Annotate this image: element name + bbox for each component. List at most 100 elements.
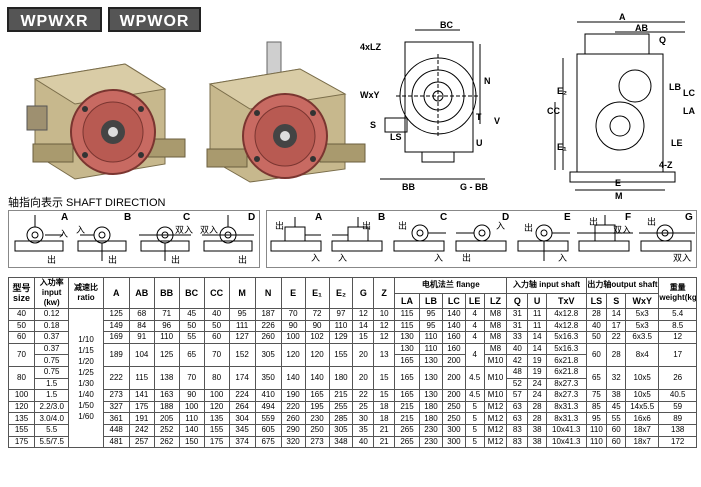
table-cell: M8 <box>483 308 508 321</box>
table-cell: 0.12 <box>34 308 70 321</box>
dim-s: S <box>370 120 376 130</box>
table-cell: 0.18 <box>34 319 70 333</box>
table-cell: 12 <box>373 319 396 333</box>
th-lb: LB <box>419 292 443 309</box>
table-cell: 5.4 <box>658 308 697 321</box>
shaft-dir-in: 入 <box>558 253 568 263</box>
table-cell: 10x41.3 <box>545 435 587 449</box>
table-cell: 110 <box>419 342 443 356</box>
table-cell: 0.37 <box>34 342 70 356</box>
table-cell: 12 <box>373 331 396 344</box>
table-cell: 55 <box>178 331 205 344</box>
table-cell: M12 <box>483 423 508 437</box>
side-view-drawing: BC 4xLZ WxY N LS S T V U BB G - BB <box>360 20 500 192</box>
table-cell: 138 <box>658 423 697 437</box>
table-cell: 97 <box>328 308 354 321</box>
table-cell: 5 <box>464 412 485 425</box>
table-cell: 215 <box>328 389 354 402</box>
table-cell: 165 <box>394 389 421 402</box>
table-cell: 189 <box>102 342 130 367</box>
shaft-dir-letter: A <box>61 212 69 223</box>
table-cell: 95 <box>419 308 443 321</box>
table-cell: 55 <box>606 412 627 425</box>
table-cell: 95 <box>585 412 608 425</box>
table-cell: 6x21.8 <box>545 365 587 379</box>
table-cell: 95 <box>419 319 443 333</box>
shaft-dir-out: 出 <box>462 253 472 263</box>
table-cell: 57 <box>506 389 529 402</box>
table-cell: 50 <box>585 331 608 344</box>
table-cell: 152 <box>228 342 256 367</box>
th-z: Z <box>373 277 396 309</box>
th-q: Q <box>506 292 529 309</box>
table-cell: 190 <box>280 389 306 402</box>
table-cell: 215 <box>394 400 421 414</box>
table-cell: 224 <box>228 389 256 402</box>
table-cell: 6x3.5 <box>625 331 660 344</box>
table-cell: 12 <box>352 308 375 321</box>
table-cell: 129 <box>328 331 354 344</box>
th-ab: AB <box>128 277 155 309</box>
front-view-drawing: A AB Q E₂ CC E₁ LB LC LA LE 4-Z E M <box>547 12 695 200</box>
th-la: LA <box>394 292 421 309</box>
table-cell: 45 <box>606 400 627 414</box>
table-cell: M12 <box>483 400 508 414</box>
table-cell: 172 <box>658 435 697 449</box>
table-cell: 300 <box>441 435 466 449</box>
table-cell: 38 <box>527 435 547 449</box>
shaft-dir-left-b: B 入 出 <box>72 211 135 267</box>
table-cell: 4 <box>464 319 485 333</box>
table-cell: 410 <box>254 389 282 402</box>
table-cell: 70 <box>280 308 306 321</box>
table-cell: 96 <box>153 319 180 333</box>
table-cell: 90 <box>178 389 205 402</box>
dim-ab: AB <box>635 23 648 33</box>
table-cell: 165 <box>304 389 330 402</box>
table-cell: 15 <box>352 331 375 344</box>
table-cell: 90 <box>304 319 330 333</box>
dim-bb: BB <box>402 182 415 192</box>
ratio-value: 1/30 <box>78 379 94 389</box>
table-cell: 28 <box>585 308 608 321</box>
th-s: S <box>606 292 627 309</box>
table-cell: 21 <box>373 435 396 449</box>
table-cell: 195 <box>304 400 330 414</box>
table-cell: 35 <box>352 423 375 437</box>
table-cell: 8x27.3 <box>545 389 587 402</box>
shaft-dir-right-g: G 出 双入 <box>637 211 698 267</box>
shaft-dir-symbol <box>202 215 254 252</box>
table-cell: 361 <box>102 412 130 425</box>
table-cell: 163 <box>153 389 180 402</box>
dim-lb: LB <box>669 82 681 92</box>
shaft-dir-symbol <box>639 224 695 252</box>
table-cell: 448 <box>102 423 130 437</box>
shaft-dir-out: 出 <box>238 255 248 265</box>
table-cell: 31 <box>506 319 529 333</box>
table-cell: 14 <box>527 342 547 356</box>
th-ls: LS <box>585 292 608 309</box>
table-cell: M10 <box>483 389 508 402</box>
table-cell: 100 <box>7 389 36 402</box>
shaft-dir-in: 入 <box>338 253 348 263</box>
table-cell: 4x12.8 <box>545 319 587 333</box>
table-cell: 4 <box>464 308 485 321</box>
table-cell: 10x41.3 <box>545 423 587 437</box>
table-cell: 260 <box>254 331 282 344</box>
th-txv: TxV <box>545 292 587 309</box>
table-cell: 11 <box>527 308 547 321</box>
dim-e1: E₁ <box>557 142 567 152</box>
table-cell: 215 <box>394 412 421 425</box>
table-cell: 65 <box>178 342 205 367</box>
shaft-dir-left-a: A 入 出 <box>9 211 72 267</box>
table-cell: 28 <box>527 412 547 425</box>
table-cell: 10 <box>373 308 396 321</box>
shaft-dir-in: 入 <box>434 253 444 263</box>
shaft-dir-letter: A <box>315 212 323 223</box>
table-cell: 10x5 <box>625 389 660 402</box>
table-cell: 110 <box>585 423 608 437</box>
table-cell: 8x31.3 <box>545 412 587 425</box>
